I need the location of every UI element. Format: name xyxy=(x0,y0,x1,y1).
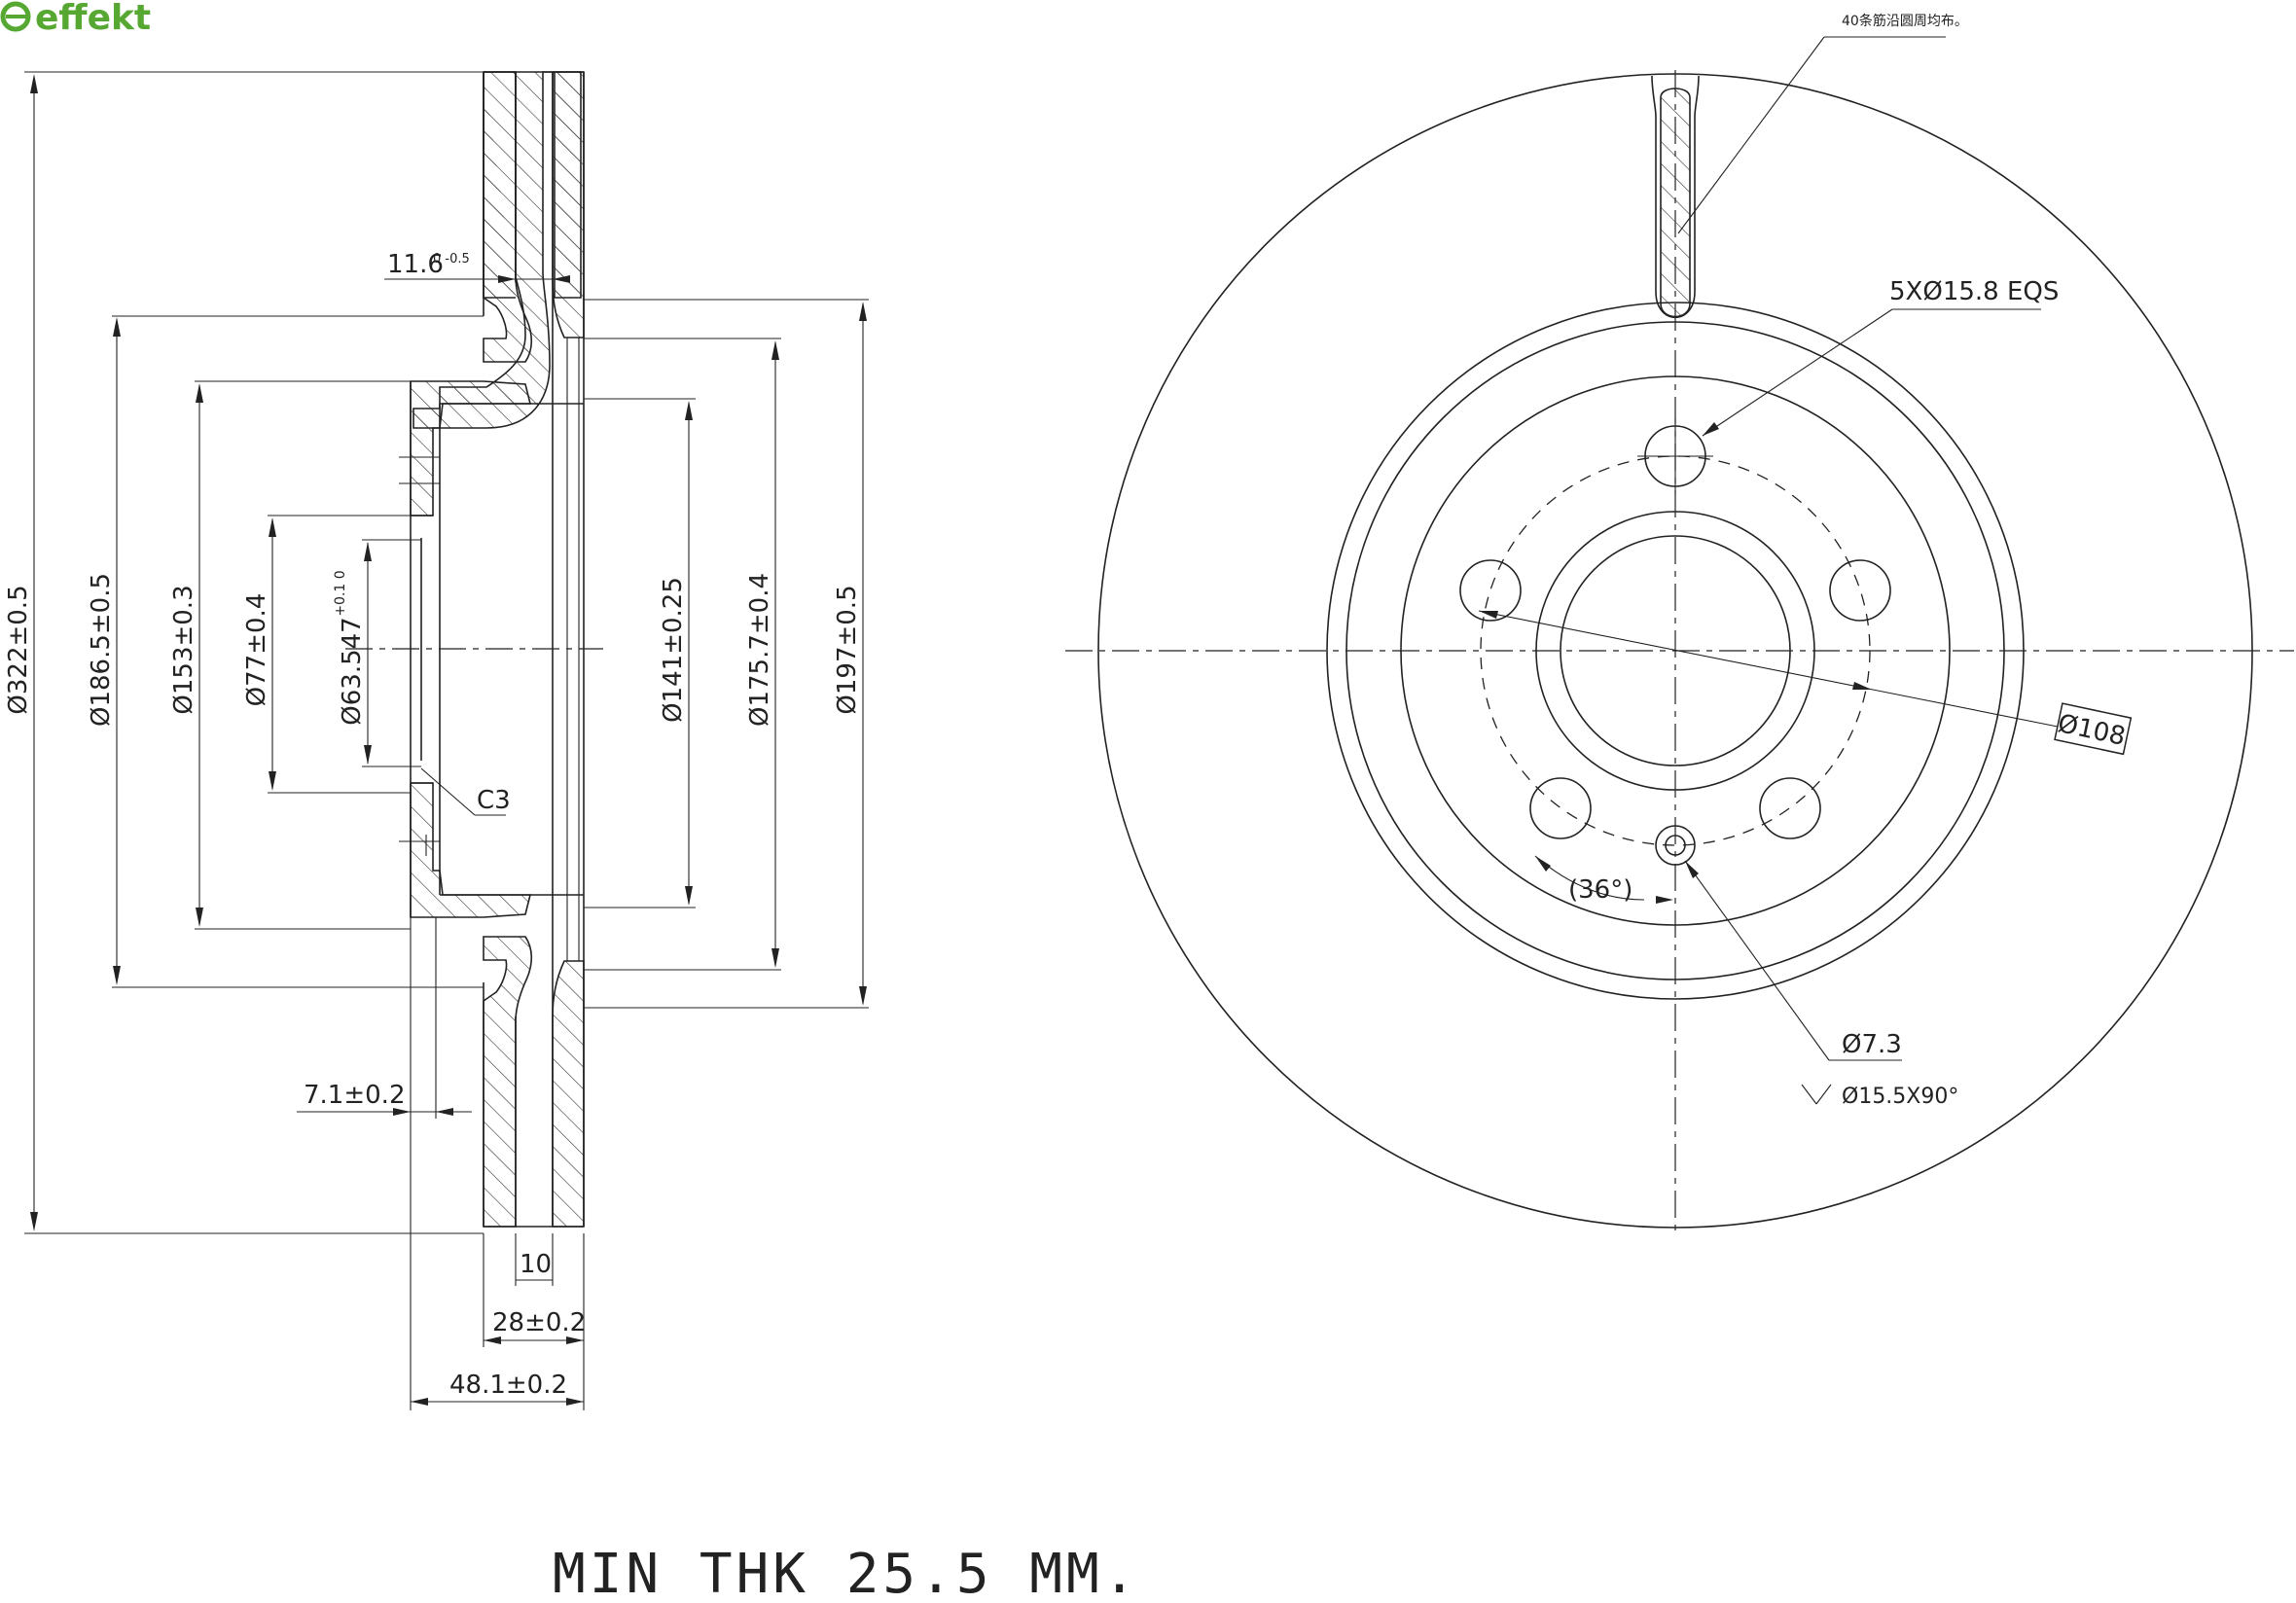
hub-hat-upper xyxy=(410,380,532,517)
front-view: Ø108 40条筋沿圆周均布。 5XØ15.8 EQS (36°) Ø7.3 Ø… xyxy=(1065,13,2294,1235)
locating-hole xyxy=(1665,835,1686,856)
dim-thickness-48-1: 48.1±0.2 xyxy=(449,1371,567,1400)
dim-197: Ø197±0.5 xyxy=(833,585,862,714)
vane-note: 40条筋沿圆周均布。 xyxy=(1842,13,1968,29)
dim-thickness-11-6: 11.6 xyxy=(387,250,444,279)
bolt-hole xyxy=(1529,777,1592,839)
dim-thickness-28: 28±0.2 xyxy=(492,1308,586,1337)
dim-186: Ø186.5±0.5 xyxy=(87,573,116,727)
hub-face-edge xyxy=(1400,375,1951,926)
dimension-lines xyxy=(30,74,867,1406)
dim-322: Ø322±0.5 xyxy=(4,585,33,714)
inboard-plate-bottom xyxy=(552,960,585,1228)
bolt-hole xyxy=(1459,559,1522,622)
effekt-logo: effekt xyxy=(0,0,151,38)
side-section-view: Ø322±0.5 Ø186.5±0.5 Ø153±0.3 Ø77±0.4 Ø63… xyxy=(4,71,869,1410)
locating-hole-countersink xyxy=(1655,825,1696,866)
chamfer-c3: C3 xyxy=(477,786,511,815)
dim-175: Ø175.7±0.4 xyxy=(745,573,774,727)
outboard-face-bottom xyxy=(483,936,533,1228)
cooling-vane-slot xyxy=(1660,88,1691,318)
dim-63: Ø63.547 xyxy=(338,617,367,725)
disc-outer-edge xyxy=(1097,73,2253,1229)
dim-thickness-10: 10 xyxy=(520,1250,552,1279)
dim-141: Ø141±0.25 xyxy=(659,577,688,723)
logo-text: effekt xyxy=(35,0,151,38)
hat-outer-edge xyxy=(1345,321,2005,980)
bolt-hole xyxy=(1759,777,1821,839)
pcd-circle xyxy=(1480,455,1871,846)
angle-label: (36°) xyxy=(1568,875,1632,905)
leader-lines xyxy=(1478,36,2063,1105)
center-bore-outer xyxy=(1535,511,1815,791)
outboard-face-top xyxy=(483,71,533,363)
dim-63-tolerance: +0.1 0 xyxy=(333,570,348,616)
dim-153: Ø153±0.3 xyxy=(169,585,198,714)
inboard-plate-top xyxy=(552,71,585,338)
extension-lines xyxy=(24,71,869,1410)
countersink-label: Ø15.5X90° xyxy=(1842,1085,1958,1109)
bolt-hole-label: 5XØ15.8 EQS xyxy=(1889,277,2059,306)
center-bore xyxy=(1560,535,1791,766)
small-hole-label: Ø7.3 xyxy=(1842,1030,1902,1059)
hub-hat-lower xyxy=(410,782,532,918)
dim-thickness-11-6-tolerance: 0 -0.5 xyxy=(433,252,470,267)
bolt-hole xyxy=(1829,559,1891,622)
bolt-holes xyxy=(1459,418,1891,839)
min-thickness-note: MIN THK 25.5 MM. xyxy=(553,1543,1139,1603)
dim-77: Ø77±0.4 xyxy=(242,593,271,707)
dim-thickness-7-1: 7.1±0.2 xyxy=(304,1081,405,1110)
pcd-label-frame: Ø108 xyxy=(2054,702,2133,756)
